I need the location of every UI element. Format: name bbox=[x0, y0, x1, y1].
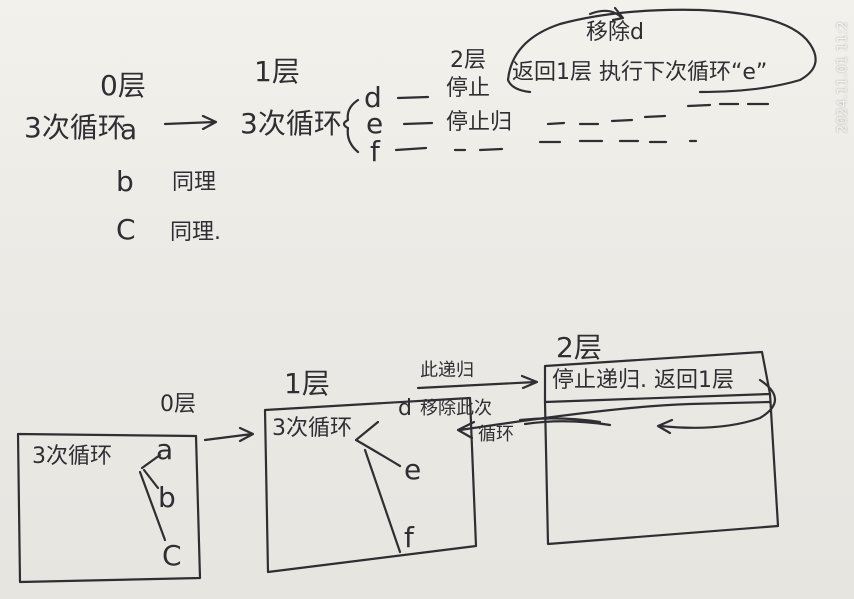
top-return-note: 返回1层 执行下次循环“e” bbox=[512, 60, 768, 85]
arrow-mid-note: 移除此次 bbox=[420, 398, 492, 419]
box2-text: 停止递归. 返回1层 bbox=[552, 368, 734, 393]
box0-outline bbox=[16, 432, 202, 584]
timestamp-text: 2024.11.01 11:2 bbox=[835, 20, 851, 134]
top-item-b-note: 同理 bbox=[172, 170, 217, 195]
top-item-e: e bbox=[366, 107, 384, 140]
box0-lines bbox=[138, 453, 167, 542]
top-remove-note: 移除d bbox=[586, 20, 644, 45]
top-level0-label: 0层 bbox=[100, 69, 146, 102]
box0-c: C bbox=[162, 539, 182, 572]
dash-d bbox=[396, 95, 430, 100]
trail-f bbox=[453, 139, 698, 152]
box1-f: f bbox=[404, 521, 414, 554]
top-item-a: a bbox=[120, 113, 138, 146]
top-item-c: C bbox=[116, 213, 136, 246]
box1-d: d bbox=[398, 396, 412, 421]
top-item-c-note: 同理. bbox=[170, 220, 221, 245]
arrow-a-to-level1 bbox=[163, 114, 218, 131]
timestamp-watermark: 2024.11.01 11:2 bbox=[834, 2, 852, 152]
scribble-mid bbox=[518, 417, 612, 427]
top-item-b: b bbox=[116, 165, 134, 198]
box1-e: e bbox=[404, 453, 422, 486]
top-loop3-level1: 3次循环 bbox=[240, 107, 342, 140]
dash-f bbox=[394, 146, 428, 152]
arrow-box2-to-box1 bbox=[456, 400, 772, 440]
top-stop-d: 停止 bbox=[446, 76, 491, 101]
box0-a: a bbox=[156, 433, 174, 466]
loop-ellipse bbox=[506, 8, 817, 94]
top-item-f: f bbox=[370, 135, 380, 168]
return-curve bbox=[656, 378, 777, 435]
box0-text: 3次循环 bbox=[32, 444, 112, 469]
brace-def bbox=[342, 98, 360, 154]
dash-e bbox=[402, 121, 434, 126]
box1-outline bbox=[263, 396, 478, 574]
top-level1-label: 1层 bbox=[254, 55, 300, 88]
arrow-top-note: 此递归 bbox=[420, 360, 474, 381]
box1-text: 3次循环 bbox=[272, 416, 352, 441]
box1-lines bbox=[354, 420, 402, 554]
top-item-d: d bbox=[364, 81, 382, 114]
trail-e bbox=[546, 102, 770, 126]
top-level2-label: 2层 bbox=[450, 48, 486, 73]
arrow-box1-to-box2 bbox=[416, 374, 539, 390]
top-loop3-a: 3次循环 bbox=[24, 111, 126, 144]
top-stop-e: 停止归 bbox=[446, 110, 513, 135]
bottom-level0-label: 0层 bbox=[160, 392, 196, 417]
bottom-level2-label: 2层 bbox=[556, 331, 602, 364]
loop-arrow bbox=[588, 6, 625, 22]
bottom-level1-label: 1层 bbox=[284, 367, 330, 400]
box0-b: b bbox=[158, 481, 176, 514]
arrow-bottom-note: 循环 bbox=[478, 424, 514, 445]
arrow-box0-to-box1 bbox=[203, 426, 255, 443]
box2-outline bbox=[543, 350, 780, 546]
